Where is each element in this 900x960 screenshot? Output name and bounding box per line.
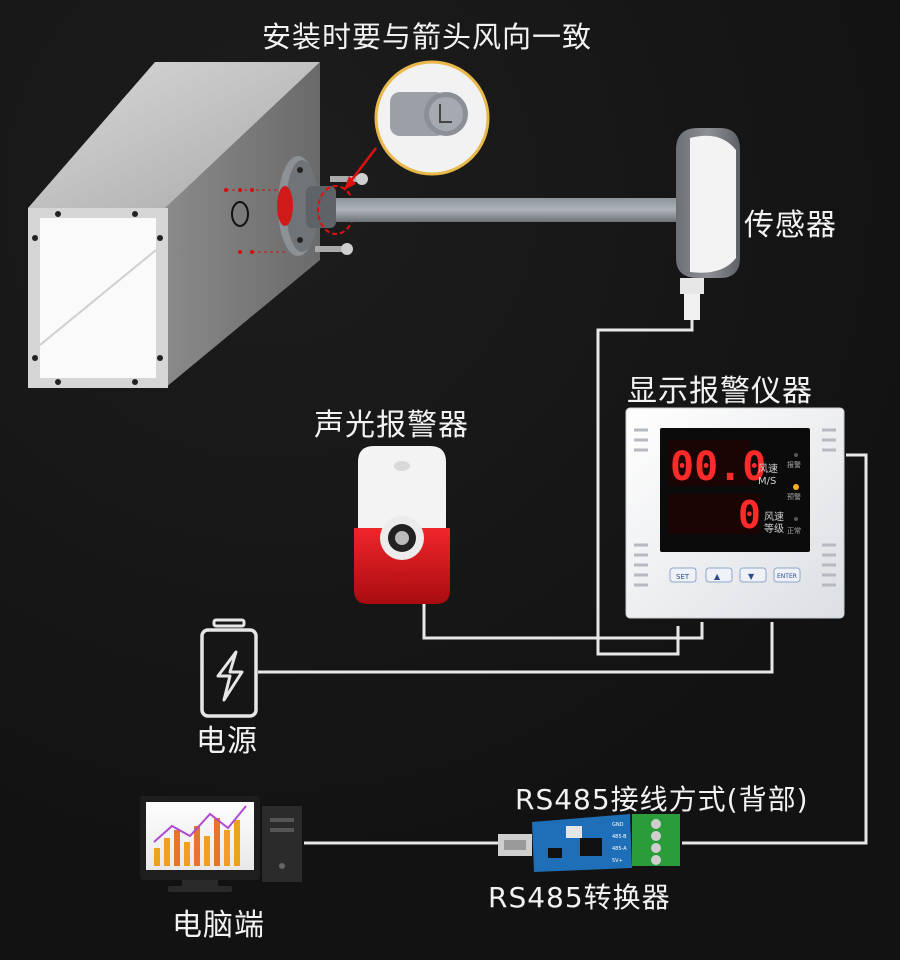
monitor-stand <box>182 880 218 888</box>
duct-dashed-guides <box>226 189 285 253</box>
zoom-detail <box>374 60 490 176</box>
power-label: 电源 <box>196 724 258 759</box>
set-button[interactable]: SET <box>669 567 697 583</box>
svg-text:5V+: 5V+ <box>612 858 623 864</box>
enter-button-label: ENTER <box>777 573 797 580</box>
down-arrow-icon: ▼ <box>748 572 755 581</box>
mounting-flange <box>277 147 377 256</box>
top-unit-line1: 风速 <box>758 463 778 475</box>
install-note-label: 安装时要与箭头风向一致 <box>262 20 593 54</box>
indicator-warning-label: 预警 <box>787 492 801 501</box>
bottom-unit-line2: 等级 <box>764 522 784 535</box>
up-arrow-icon: ▲ <box>714 572 721 581</box>
computer-icon <box>140 796 302 892</box>
duct-top-face <box>28 62 320 208</box>
lightning-icon <box>216 650 244 702</box>
bottom-led-value: 0 <box>738 493 761 537</box>
set-button-label: SET <box>676 573 690 581</box>
duct-mount-hole <box>231 201 249 227</box>
wires <box>258 320 868 845</box>
terminal-screws <box>651 819 661 865</box>
svg-text:485-A: 485-A <box>612 846 627 852</box>
rs485-wiring-label: RS485接线方式(背部) <box>515 783 809 816</box>
pin-labels: GND 485-B 485-A 5V+ <box>612 822 627 864</box>
svg-text:GND: GND <box>612 822 624 828</box>
wire-alarm-to-display <box>422 600 704 640</box>
screen-bars <box>154 818 240 866</box>
direction-arrow-icon <box>439 104 452 123</box>
indicator-alarm-label: 报警 <box>787 460 801 469</box>
computer-label: 电脑端 <box>172 908 265 943</box>
sensor-probe-rod <box>336 198 676 222</box>
display-label: 显示报警仪器 <box>627 374 813 409</box>
sensor-label: 传感器 <box>744 208 837 243</box>
duct-rivets <box>32 211 163 385</box>
alarm-label: 声光报警器 <box>314 408 469 443</box>
svg-text:485-B: 485-B <box>612 834 627 840</box>
warning-indicator-light <box>793 484 799 490</box>
sound-light-alarm <box>354 446 450 604</box>
left-vents <box>634 428 648 587</box>
wire-power-to-display <box>258 622 774 674</box>
right-vents <box>822 428 836 587</box>
computer-tower <box>262 806 302 882</box>
alarm-indicator-light <box>794 453 798 457</box>
down-button[interactable]: ▼ <box>739 567 767 583</box>
sensor-unit <box>676 128 740 320</box>
bottom-led-window <box>668 494 760 534</box>
screw-top <box>330 173 368 185</box>
enter-button[interactable]: ENTER <box>773 567 801 583</box>
top-led-value: 00.0 <box>670 444 766 490</box>
air-duct <box>28 62 320 388</box>
top-led-window <box>668 440 750 486</box>
converter-label: RS485转换器 <box>488 881 671 914</box>
rs485-converter: GND 485-B 485-A 5V+ <box>498 814 680 872</box>
top-unit-line2: M/S <box>758 476 776 487</box>
screw-bottom <box>315 243 353 255</box>
display-instrument: 00.0 0 风速 M/S 风速 等级 报警 预警 正常 SET ▲ ▼ ENT… <box>625 407 845 619</box>
bottom-unit-line1: 风速 <box>764 511 784 523</box>
normal-indicator-light <box>794 517 798 521</box>
wire-sensor-to-display <box>596 320 694 656</box>
up-button[interactable]: ▲ <box>705 567 733 583</box>
wire-rs485-to-converter <box>682 453 868 845</box>
indicator-normal-label: 正常 <box>787 526 801 535</box>
arrow-head <box>344 176 356 190</box>
screen-trend-line <box>153 805 247 843</box>
duct-front-line <box>39 249 157 346</box>
battery-icon <box>200 618 258 718</box>
